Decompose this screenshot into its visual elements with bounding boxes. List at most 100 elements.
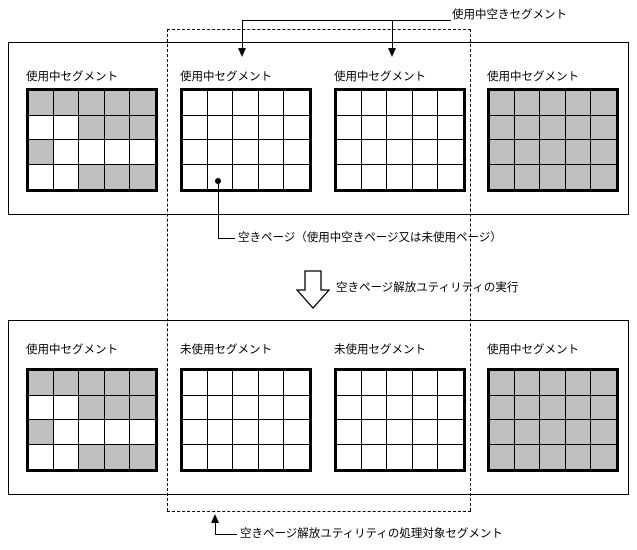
page-cell (412, 140, 438, 165)
before-segment-2-label: 使用中セグメント (180, 71, 272, 83)
dashed-region-top-edge (167, 29, 471, 30)
page-cell (515, 444, 541, 469)
after-segment-3-label: 未使用セグメント (334, 344, 426, 356)
page-cell (387, 395, 413, 420)
page-cell (258, 91, 284, 116)
page-cell (233, 164, 259, 189)
page-cell (412, 371, 438, 396)
page-cell (362, 115, 388, 140)
callout-bottom-arrowhead (211, 514, 219, 523)
page-cell (233, 371, 259, 396)
page-cell (258, 395, 284, 420)
page-cell (590, 371, 616, 396)
free-page-leader-horizontal (218, 238, 235, 239)
page-cell (208, 371, 234, 396)
page-cell (337, 115, 363, 140)
page-cell (387, 371, 413, 396)
page-cell (515, 91, 541, 116)
page-cell (129, 444, 155, 469)
page-cell (283, 164, 309, 189)
page-cell (79, 444, 105, 469)
before-segment-4-label: 使用中セグメント (487, 71, 579, 83)
page-cell (337, 395, 363, 420)
page-cell (104, 371, 130, 396)
page-cell (29, 140, 55, 165)
page-cell (437, 420, 463, 445)
page-cell (283, 115, 309, 140)
page-cell (490, 91, 516, 116)
page-cell (540, 140, 566, 165)
page-cell (258, 444, 284, 469)
page-cell (54, 420, 80, 445)
page-cell (129, 140, 155, 165)
page-cell (590, 91, 616, 116)
page-cell (515, 115, 541, 140)
page-cell (540, 164, 566, 189)
page-cell (183, 395, 209, 420)
page-cell (412, 115, 438, 140)
page-cell (283, 140, 309, 165)
page-cell (258, 140, 284, 165)
page-cell (208, 91, 234, 116)
page-cell (565, 115, 591, 140)
page-cell (515, 140, 541, 165)
page-cell (283, 420, 309, 445)
page-cell (54, 371, 80, 396)
page-cell (54, 444, 80, 469)
page-cell (208, 444, 234, 469)
page-cell (590, 164, 616, 189)
page-cell (515, 395, 541, 420)
page-cell (104, 444, 130, 469)
callout-target-segment-label: 空きページ解放ユティリティの処理対象セグメント (240, 528, 503, 540)
callout-top-branch-right (392, 20, 393, 50)
process-block-arrow (296, 270, 330, 309)
page-cell (337, 420, 363, 445)
page-cell (490, 115, 516, 140)
page-cell (387, 91, 413, 116)
page-cell (283, 395, 309, 420)
page-cell (258, 371, 284, 396)
page-cell (412, 444, 438, 469)
page-cell (540, 371, 566, 396)
page-cell (29, 371, 55, 396)
page-cell (412, 420, 438, 445)
page-cell (437, 140, 463, 165)
page-cell (129, 91, 155, 116)
page-cell (79, 164, 105, 189)
page-cell (387, 140, 413, 165)
page-cell (362, 91, 388, 116)
callout-top-arrowhead-right (387, 48, 396, 57)
page-cell (283, 444, 309, 469)
page-cell (283, 91, 309, 116)
page-cell (437, 115, 463, 140)
page-cell (79, 91, 105, 116)
page-cell (258, 164, 284, 189)
page-cell (565, 140, 591, 165)
page-cell (437, 444, 463, 469)
page-cell (29, 115, 55, 140)
page-cell (590, 140, 616, 165)
page-cell (258, 115, 284, 140)
page-cell (565, 371, 591, 396)
page-cell (54, 91, 80, 116)
page-cell (183, 420, 209, 445)
callout-top-branch-left (242, 20, 243, 50)
page-cell (490, 371, 516, 396)
page-cell (565, 444, 591, 469)
page-cell (233, 420, 259, 445)
page-cell (183, 371, 209, 396)
page-cell (362, 420, 388, 445)
page-cell (129, 371, 155, 396)
page-cell (412, 164, 438, 189)
before-segment-2-grid (180, 88, 312, 192)
page-cell (29, 91, 55, 116)
after-segment-4-label: 使用中セグメント (487, 344, 579, 356)
before-state-container (8, 42, 629, 215)
page-cell (183, 140, 209, 165)
page-cell (565, 91, 591, 116)
dashed-region-left-edge (167, 29, 168, 511)
page-cell (515, 420, 541, 445)
page-cell (208, 115, 234, 140)
free-page-leader-vertical (218, 181, 219, 238)
